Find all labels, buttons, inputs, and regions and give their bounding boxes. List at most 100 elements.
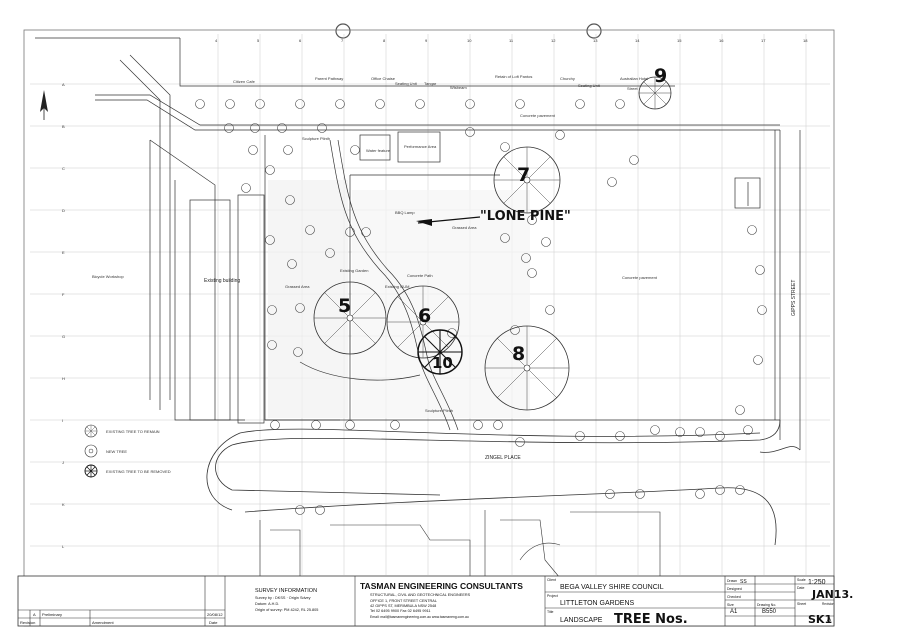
grid-row-label: L xyxy=(62,544,65,549)
small-tree-icon xyxy=(521,253,531,263)
tree-8-canopy-icon xyxy=(484,325,570,411)
size-value: A1 xyxy=(730,609,738,615)
new-tree-icon xyxy=(84,444,98,458)
label-grassed-area-left: Grassed Area xyxy=(285,284,310,289)
survey-heading: SURVEY INFORMATION xyxy=(255,588,317,594)
small-tree-icon xyxy=(575,431,585,441)
small-tree-icon xyxy=(607,177,617,187)
tree-9-canopy-icon xyxy=(638,76,672,110)
bottom-buildings xyxy=(259,510,661,579)
label-retain-loft: Retain of Loft Pantos xyxy=(495,74,532,79)
label-concrete-pavement-top: Concrete pavement xyxy=(520,113,556,118)
small-tree-icon xyxy=(335,99,345,109)
grid-col-label: 13 xyxy=(593,38,598,43)
small-tree-icon xyxy=(527,215,537,225)
grid-col-label: 15 xyxy=(677,38,682,43)
sheet-value: SK1 xyxy=(808,613,832,626)
date-value: JAN13. xyxy=(811,588,853,601)
consultant-addr2: 42 GIPPS ST, MERIMBULA NSW 2548 xyxy=(370,604,436,608)
drawing-title: LANDSCAPE xyxy=(560,617,603,624)
label-citizen-cafe: Citizen Cafe xyxy=(233,79,256,84)
scale-label: Scale xyxy=(797,578,806,582)
consultant-tel: Tel 02 6495 9900 Fax 02 6495 9911 xyxy=(370,609,431,613)
small-tree-icon xyxy=(743,425,753,435)
title-label: Title xyxy=(547,610,554,614)
small-tree-icon xyxy=(270,420,280,430)
small-tree-icon xyxy=(515,99,525,109)
legend-label-new: NEW TREE xyxy=(106,449,127,454)
label-existing-garden: Existing Garden xyxy=(340,268,368,273)
small-tree-icon xyxy=(715,485,725,495)
rev-row-desc: Preliminary xyxy=(42,612,62,617)
small-tree-icon xyxy=(267,340,277,350)
tree-number-9: 9 xyxy=(654,65,667,87)
small-tree-icon xyxy=(375,99,385,109)
label-tangar: Tangar xyxy=(424,81,437,86)
size-label: Size xyxy=(727,603,734,607)
label-street: Street xyxy=(627,86,639,91)
grid-row-label: C xyxy=(62,166,65,171)
grid-col-label: 4 xyxy=(215,38,218,43)
small-tree-icon xyxy=(224,123,234,133)
small-tree-icon xyxy=(415,99,425,109)
project-label: Project xyxy=(547,594,558,598)
label-concrete-pavement-right: Concrete pavement xyxy=(622,275,658,280)
grid-row-label: B xyxy=(62,124,65,129)
small-tree-icon xyxy=(295,505,305,515)
left-buildings xyxy=(149,139,265,424)
legend-item-removed: EXISTING TREE TO BE REMOVED xyxy=(84,464,171,478)
drawing-title-handwritten: TREE Nos. xyxy=(614,612,688,627)
label-seating-unit-2: Seating Unit xyxy=(578,83,601,88)
rev-header-amendment: Amendment xyxy=(92,620,114,625)
grid-col-label: 16 xyxy=(719,38,724,43)
grid-col-label: 8 xyxy=(383,38,386,43)
rev-header-revision: Revision xyxy=(20,620,35,625)
small-tree-icon xyxy=(555,130,565,140)
small-tree-icon xyxy=(650,425,660,435)
street-labels: Citizen Cafe Parent Pathway Office Chais… xyxy=(233,74,648,118)
label-existing-gum: Existing GUM xyxy=(385,284,409,289)
small-tree-icon xyxy=(695,427,705,437)
project-name: LITTLETON GARDENS xyxy=(560,600,634,607)
small-tree-icon xyxy=(629,155,639,165)
small-tree-icon xyxy=(305,225,315,235)
survey-by: Survey by : DKSS · Origin Sdvey xyxy=(255,596,311,600)
small-tree-icon xyxy=(635,489,645,499)
label-seating-unit-1: Seating Unit xyxy=(395,81,418,86)
small-tree-icon xyxy=(735,485,745,495)
consultant-name: TASMAN ENGINEERING CONSULTANTS xyxy=(360,581,523,591)
small-tree-icon xyxy=(755,265,765,275)
small-tree-icon xyxy=(283,145,293,155)
small-tree-icon xyxy=(575,99,585,109)
client-label: Client xyxy=(547,578,556,582)
small-tree-icon xyxy=(287,259,297,269)
tree-5-canopy-icon xyxy=(313,281,387,355)
small-tree-icon xyxy=(250,123,260,133)
tree-number-5: 5 xyxy=(338,295,351,317)
legend-label-remain: EXISTING TREE TO REMAIN xyxy=(106,429,160,434)
small-tree-icon xyxy=(695,489,705,499)
survey-datum: Datum: A.H.D. xyxy=(255,602,279,606)
small-tree-icon xyxy=(195,99,205,109)
label-performance-area: Performance Area xyxy=(404,144,437,149)
small-tree-icon xyxy=(510,325,520,335)
gipps-street-road xyxy=(779,130,801,450)
consultant-addr1: OFFICE 1, FRONT STREET CENTRAL xyxy=(370,599,437,603)
legend: EXISTING TREE TO REMAIN NEW TREE EXISTIN… xyxy=(84,424,171,478)
legend-item-remain: EXISTING TREE TO REMAIN xyxy=(84,424,160,438)
rev-row-code: A xyxy=(33,612,36,617)
label-sculpture-plinth-top: Sculpture Plinth xyxy=(302,136,330,141)
small-tree-icon xyxy=(500,142,510,152)
label-bicycle-workshop: Bicycle Workshop xyxy=(92,274,124,279)
lone-pine-label: "LONE PINE" xyxy=(480,209,571,224)
label-concrete-path: Concrete Path xyxy=(407,273,433,278)
small-tree-icon xyxy=(675,427,685,437)
client-name: BEGA VALLEY SHIRE COUNCIL xyxy=(560,584,664,591)
title-block: A Preliminary 20/08/12 Revision Amendmen… xyxy=(17,575,853,627)
small-tree-icon xyxy=(345,420,355,430)
grid-col-label: 9 xyxy=(425,38,428,43)
label-grassed-area-center: Grassed Area xyxy=(452,225,477,230)
label-parent-pathway: Parent Pathway xyxy=(315,76,343,81)
small-tree-icon xyxy=(615,431,625,441)
